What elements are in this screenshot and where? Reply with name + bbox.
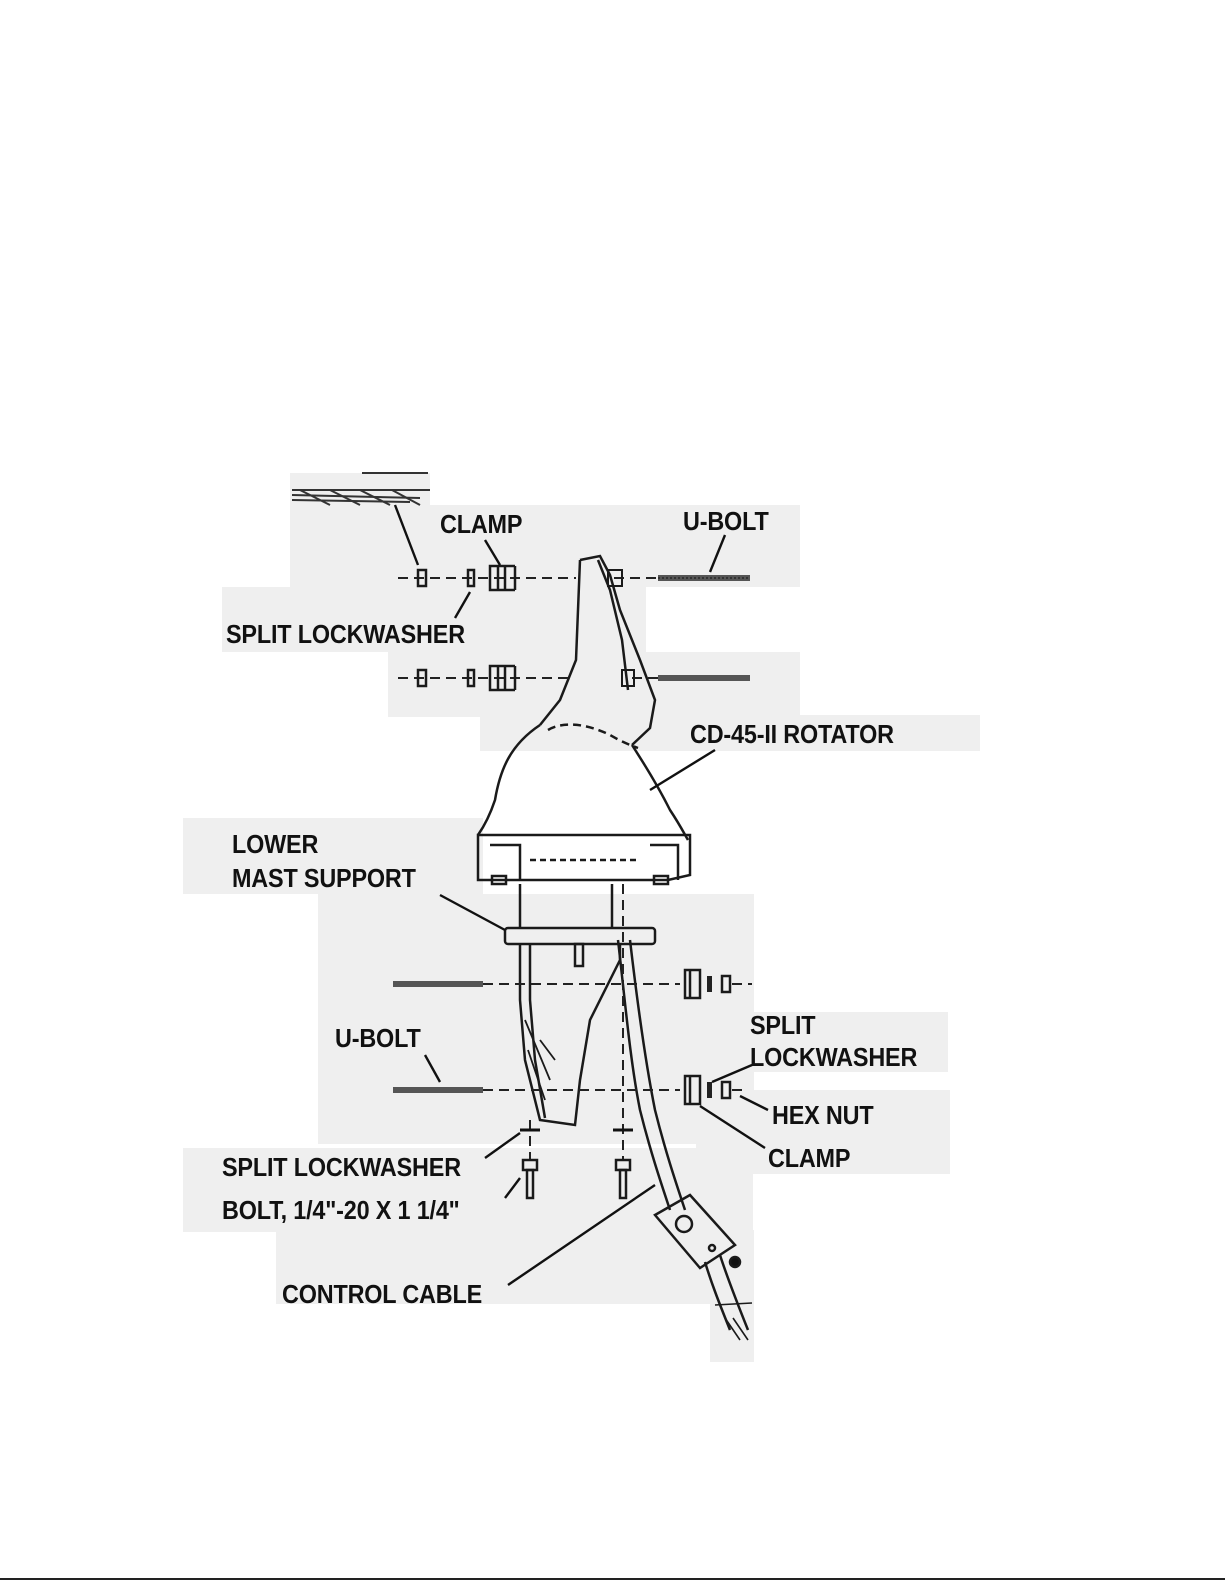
mast-hatching xyxy=(292,473,430,505)
label-clamp-top: CLAMP xyxy=(440,508,522,540)
label-split-lockwasher-bottom: SPLIT LOCKWASHER xyxy=(222,1151,461,1183)
label-control-cable: CONTROL CABLE xyxy=(282,1278,482,1310)
label-rotator: CD-45-II ROTATOR xyxy=(690,718,894,750)
label-bolt: BOLT, 1/4"-20 X 1 1/4" xyxy=(222,1194,460,1226)
label-clamp-bottom: CLAMP xyxy=(768,1142,850,1174)
label-lockwasher-right: LOCKWASHER xyxy=(750,1041,917,1073)
label-split-lockwasher-top: SPLIT LOCKWASHER xyxy=(226,618,465,650)
lower-hardware-row-1 xyxy=(393,970,752,998)
mounting-bolts xyxy=(520,884,633,1198)
label-ubolt-bottom: U-BOLT xyxy=(335,1022,421,1054)
label-ubolt-top: U-BOLT xyxy=(683,505,769,537)
rotator-body xyxy=(478,556,690,884)
upper-hardware-row-2 xyxy=(398,666,750,690)
lower-hardware-row-2 xyxy=(393,1076,745,1104)
upper-hardware-row-1 xyxy=(398,566,750,590)
control-cable-drawing xyxy=(618,940,752,1340)
bottom-rule xyxy=(0,1578,1225,1580)
label-split-right: SPLIT xyxy=(750,1009,815,1041)
lower-mast-support xyxy=(505,884,655,1125)
label-hex-nut: HEX NUT xyxy=(772,1099,873,1131)
label-mast-support: MAST SUPPORT xyxy=(232,862,416,894)
label-lower: LOWER xyxy=(232,828,318,860)
